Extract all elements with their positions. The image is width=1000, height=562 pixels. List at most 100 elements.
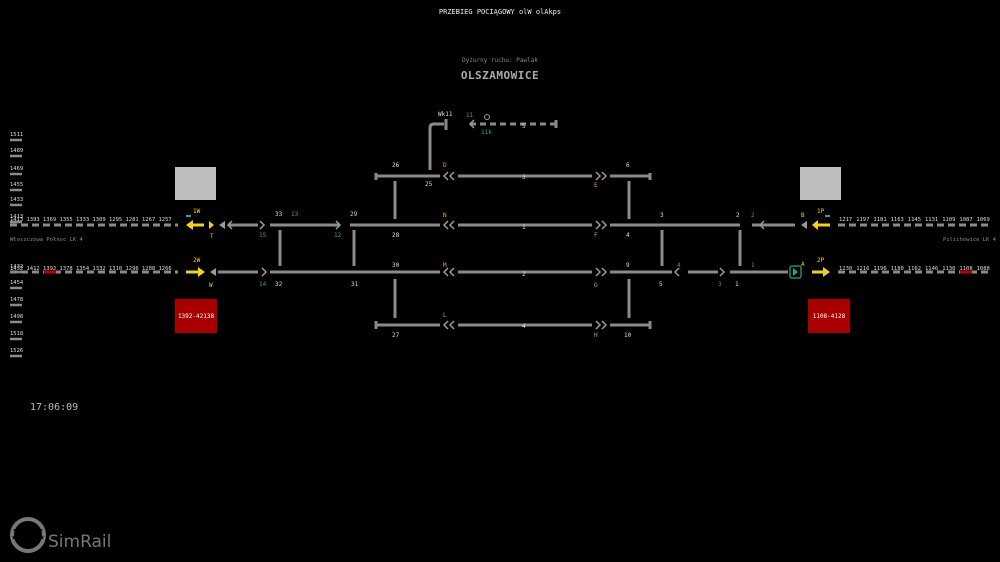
signal-1w-arrow-icon[interactable] [186, 220, 193, 230]
signal-label-2w: 2W [193, 257, 201, 264]
signal-t-icon[interactable] [209, 221, 214, 229]
block-number: 1310 [109, 266, 122, 272]
left-stack-number: 1433 [10, 197, 23, 203]
station-name: OLSZAMOWICE [460, 69, 540, 82]
block-number: 1087 [959, 217, 972, 223]
switch-12: 12 [334, 232, 342, 239]
chevron-left-icon [442, 320, 449, 330]
signal-t-head-icon[interactable] [219, 221, 225, 229]
switch-13: 13 [291, 211, 299, 218]
block-number: 1355 [60, 217, 73, 223]
chevron-right-icon [601, 220, 608, 230]
switch-3b: 3 [718, 281, 722, 288]
right-area-indicator[interactable] [800, 167, 841, 200]
block-number: 1131 [925, 217, 938, 223]
signal-2p-arrow-icon[interactable] [823, 267, 830, 277]
block-number: 1432 [10, 266, 23, 272]
signal-w-head-icon[interactable] [210, 268, 216, 276]
signal-label-e: E [594, 182, 598, 189]
block-number: 1069 [977, 217, 990, 223]
block-number: 1109 [942, 217, 955, 223]
switch-5: 5 [659, 281, 663, 288]
left-stack-number: 1478 [10, 297, 23, 303]
signal-a-icon[interactable] [793, 268, 798, 276]
block-number: 1332 [93, 266, 106, 272]
block-number: 1130 [942, 266, 955, 272]
signal-a-frame [789, 265, 802, 279]
signal-label-a: A [801, 261, 805, 268]
block-number: 1180 [891, 266, 904, 272]
track-label-2: 2 [522, 271, 526, 278]
train-label-left[interactable]: 1392-42138 [175, 299, 217, 333]
chevron-left-icon [442, 220, 449, 230]
switch-3: 3 [660, 212, 664, 219]
block-number: 1257 [159, 217, 172, 223]
switch-33: 33 [275, 211, 283, 218]
signal-b-head-icon[interactable] [801, 221, 807, 229]
block-number: 1230 [839, 266, 852, 272]
block-number: 1163 [891, 217, 904, 223]
track-label-5: 5 [522, 123, 526, 130]
block-number: 1392 [43, 266, 56, 272]
switch-2b: 2 [751, 212, 755, 219]
block-number: 1309 [93, 217, 106, 223]
signal-label-1w: 1W [193, 208, 201, 215]
switch-4b: 4 [677, 262, 681, 269]
chevron-left-icon [226, 220, 233, 230]
route-chevrons [226, 119, 765, 330]
siding-curve[interactable] [428, 122, 444, 170]
track-label-3: 3 [522, 174, 526, 181]
switch-4a: 4 [626, 232, 630, 239]
block-number: 1216 [856, 266, 869, 272]
track-label-1: 1 [522, 224, 526, 231]
track-label-4: 4 [522, 323, 526, 330]
chevron-right-icon [595, 171, 602, 181]
switch-6: 6 [626, 162, 630, 169]
signal-label-f: F [594, 232, 598, 239]
chevron-right-icon [595, 320, 602, 330]
signal-1p-arrow-icon[interactable] [812, 220, 818, 230]
switch-29: 29 [350, 211, 358, 218]
block-number: 1354 [76, 266, 90, 272]
chevron-left-icon [758, 220, 765, 230]
left-stack-number: 1518 [10, 331, 23, 337]
neighbor-left: Włoszczowa Północ LK 4 [10, 237, 83, 243]
block-number: 1288 [142, 266, 155, 272]
block-number: 1108 [959, 266, 972, 272]
signal-label-d: D [443, 162, 447, 169]
left-stack-number: 1489 [10, 148, 23, 154]
chevron-right-icon [259, 220, 266, 230]
switch-32: 32 [275, 281, 283, 288]
switch-25: 25 [425, 181, 433, 188]
switch-label-11: 11 [466, 112, 474, 119]
block-number: 1197 [856, 217, 869, 223]
signal-label-m: M [443, 262, 447, 269]
switch-2: 2 [736, 212, 740, 219]
signal-label-l: L [443, 312, 447, 319]
signal-label-w: W [209, 282, 213, 289]
switch-14: 14 [259, 281, 267, 288]
block-number: 1393 [27, 217, 40, 223]
chevron-left-icon [448, 267, 455, 277]
train-label-right[interactable]: 1108-4128 [808, 299, 850, 333]
signal-2w-arrow-icon[interactable] [198, 267, 205, 277]
signal-label-n: N [443, 212, 447, 219]
block-number: 1296 [126, 266, 139, 272]
switch-label-11k: 11k [481, 129, 492, 136]
chevron-right-icon [335, 220, 342, 230]
block-number: 1145 [908, 217, 921, 223]
block-number: 1378 [60, 266, 73, 272]
left-stack-number: 1455 [10, 182, 23, 188]
left-area-indicator[interactable] [175, 167, 216, 200]
dispatcher-name: Dyżurny ruchu: Pawlak [462, 57, 538, 64]
neighbor-right: Pilichowice LK 4 [943, 237, 996, 243]
switch-30: 30 [392, 262, 400, 269]
simrail-logo-text: SimRail [48, 532, 112, 552]
switch-11-indicator-icon [484, 114, 490, 120]
chevron-left-icon [442, 171, 449, 181]
block-number: 1181 [873, 217, 886, 223]
simrail-logo-icon [10, 517, 46, 553]
signal-label-b: B [801, 212, 805, 219]
chevron-right-icon [595, 220, 602, 230]
